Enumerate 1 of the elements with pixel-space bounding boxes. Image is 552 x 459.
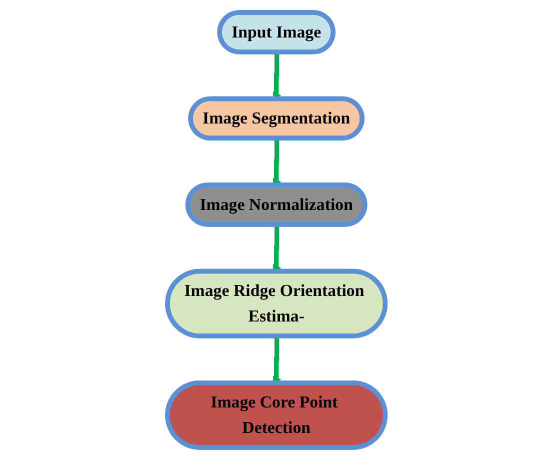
flowchart-diagram: Input Image Image Segmentation Image Normalization Image Ridge Orientation Estima- Image Core Point Detection (160, 4, 392, 454)
